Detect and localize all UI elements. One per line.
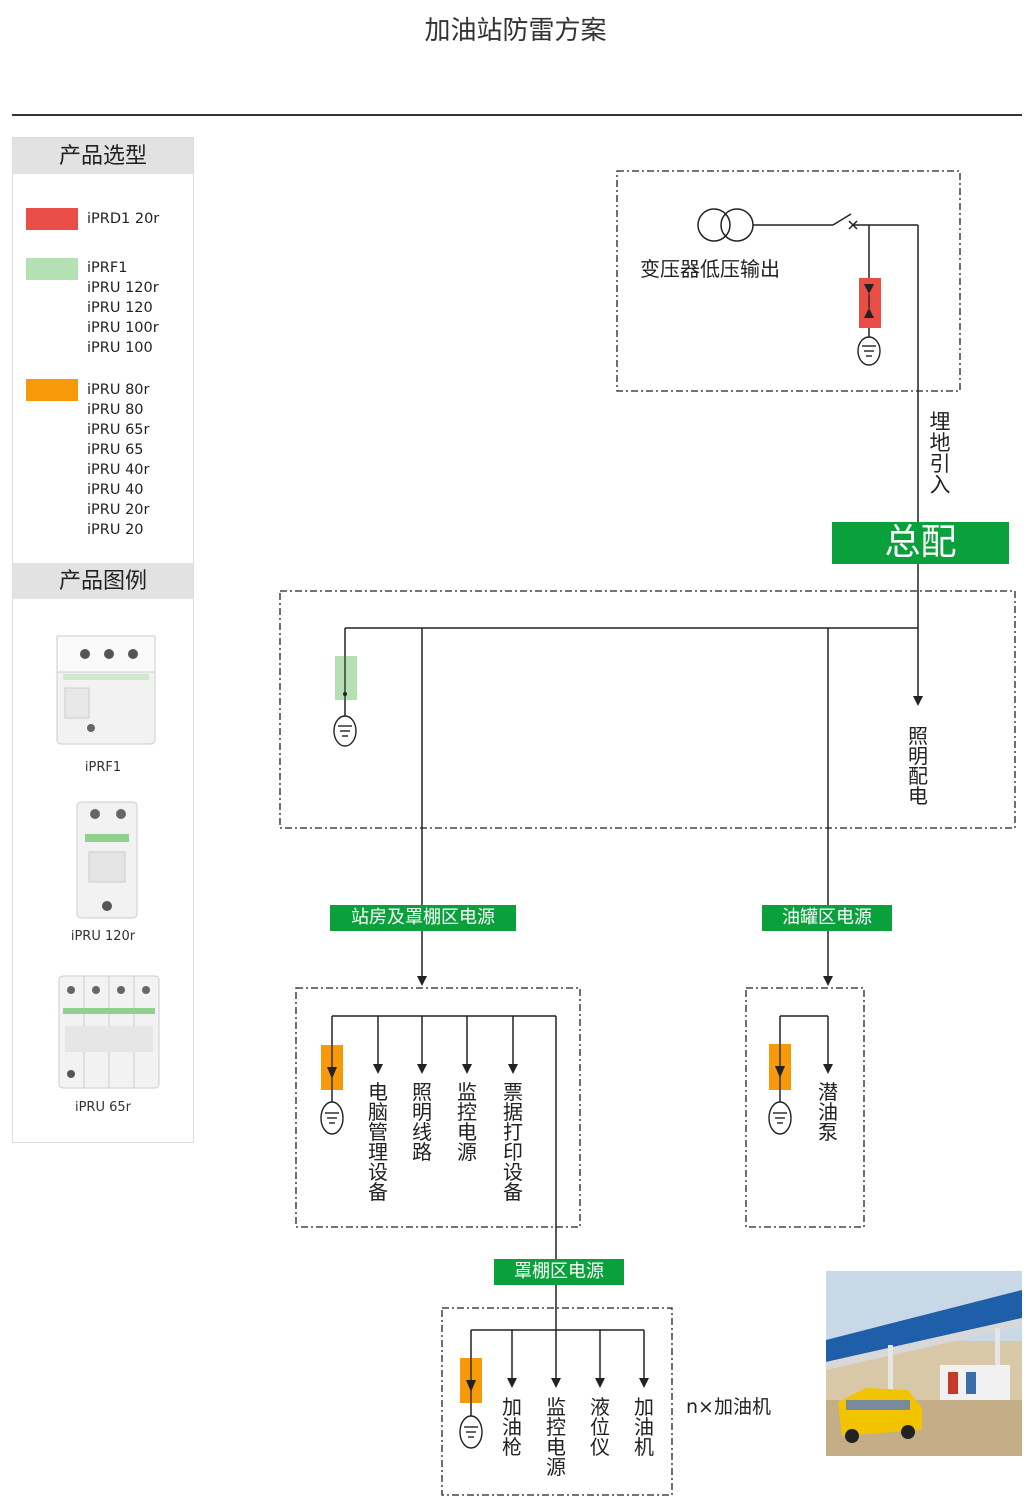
legend-swatch-lightgreen — [26, 258, 78, 280]
load-label: 电脑管理设备 — [368, 1080, 388, 1204]
station-power-label: 站房及罩棚区电源 — [330, 905, 516, 931]
transformer-label: 变压器低压输出 — [640, 257, 780, 281]
ground-icon — [320, 1101, 344, 1135]
station-box — [295, 987, 581, 1228]
dispenser-count-label: n×加油机 — [686, 1396, 771, 1418]
product-image-iprf1 — [56, 635, 156, 745]
spd-orange — [769, 1044, 791, 1090]
load-label: 监控电源 — [546, 1395, 566, 1479]
ground-icon — [857, 336, 881, 366]
spd-red — [859, 278, 881, 328]
legend-model: iPRU 20r — [87, 502, 150, 518]
transformer-coil — [720, 208, 754, 242]
switch-icon — [832, 213, 852, 226]
legend-model: iPRU 20 — [87, 522, 144, 538]
load-label: 监控电源 — [457, 1080, 477, 1164]
legend-heading: 产品选型 — [13, 138, 193, 174]
tank-box — [745, 987, 865, 1228]
main-dist-box — [279, 590, 1016, 829]
legend-model: iPRU 80 — [87, 402, 144, 418]
legend-swatch-red — [26, 208, 78, 230]
canopy-box — [441, 1307, 673, 1496]
spd-green — [335, 656, 357, 700]
ground-icon — [333, 715, 357, 747]
legend-model: iPRU 120r — [87, 280, 159, 296]
legend-panel: 产品选型 iPRD1 20r iPRF1 iPRU 120r iPRU 120 … — [12, 137, 194, 1143]
legend-model: iPRU 65r — [87, 422, 150, 438]
load-label: 加油机 — [634, 1395, 654, 1459]
legend-model: iPRU 40r — [87, 462, 150, 478]
ground-icon — [768, 1101, 792, 1135]
product-image-ipru120r — [76, 801, 138, 919]
spd-orange — [321, 1045, 343, 1090]
legend-swatch-orange — [26, 379, 78, 401]
product-caption: iPRF1 — [84, 760, 122, 775]
load-label: 照明线路 — [412, 1080, 432, 1164]
load-label: 液位仪 — [590, 1395, 610, 1459]
spd-orange — [460, 1358, 482, 1403]
gallery-heading: 产品图例 — [13, 563, 193, 599]
load-label: 潜油泵 — [818, 1080, 838, 1144]
canopy-power-label: 罩棚区电源 — [494, 1259, 624, 1285]
legend-model: iPRU 100r — [87, 320, 159, 336]
legend-model: iPRU 65 — [87, 442, 144, 458]
product-image-ipru65r — [58, 975, 160, 1089]
legend-model: iPRD1 20r — [87, 211, 160, 227]
dashed-boxes — [279, 170, 1016, 1496]
legend-model: iPRU 120 — [87, 300, 153, 316]
legend-model: iPRU 40 — [87, 482, 144, 498]
legend-model: iPRU 100 — [87, 340, 153, 356]
gas-station-photo — [826, 1271, 1022, 1456]
legend-model: iPRF1 — [87, 260, 128, 276]
legend-model: iPRU 80r — [87, 382, 150, 398]
tank-power-label: 油罐区电源 — [762, 905, 892, 931]
product-caption: iPRU 120r — [70, 929, 136, 944]
ground-icon — [459, 1415, 483, 1449]
transformer-coil — [697, 208, 731, 242]
page-title: 加油站防雷方案 — [424, 16, 607, 46]
lighting-dist-label: 照明配电 — [908, 724, 928, 808]
load-label: 票据打印设备 — [503, 1080, 523, 1204]
load-label: 加油枪 — [502, 1395, 522, 1459]
title-divider — [12, 114, 1022, 116]
transformer-box — [616, 170, 961, 392]
main-panel-label: 总配 — [832, 522, 1009, 564]
product-caption: iPRU 65r — [74, 1100, 132, 1115]
buried-entry-label: 埋地引入 — [929, 410, 951, 497]
